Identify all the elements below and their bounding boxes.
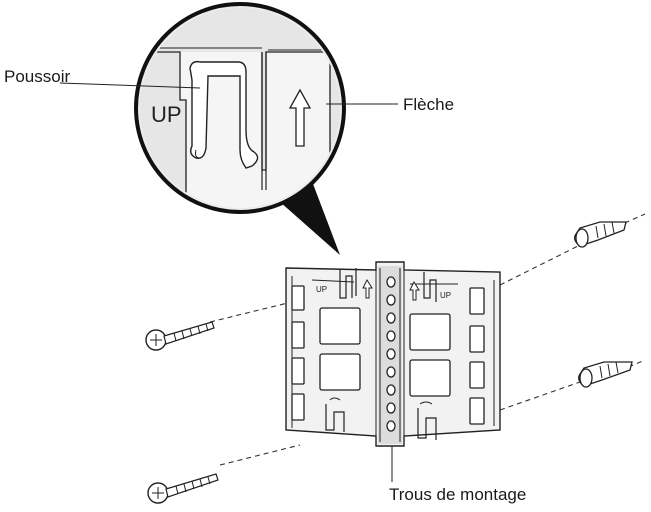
label-poussoir: Poussoir	[4, 67, 70, 86]
label-trous-de-montage: Trous de montage	[389, 485, 526, 504]
callouts: Poussoir Flèche Trous de montage	[4, 67, 526, 504]
wall-anchor-upper	[574, 221, 627, 248]
up-mark-magnified: UP	[151, 102, 182, 127]
up-mark-left: UP	[316, 285, 327, 294]
label-fleche: Flèche	[403, 95, 454, 114]
mounting-holes	[386, 276, 396, 432]
screw-upper-left	[145, 321, 215, 351]
up-mark-right: UP	[440, 291, 451, 300]
magnified-detail: UP	[134, 2, 346, 214]
mounting-plate: UP UP	[285, 261, 501, 447]
wall-anchor-lower	[578, 361, 633, 388]
screw-lower-left	[147, 473, 219, 504]
